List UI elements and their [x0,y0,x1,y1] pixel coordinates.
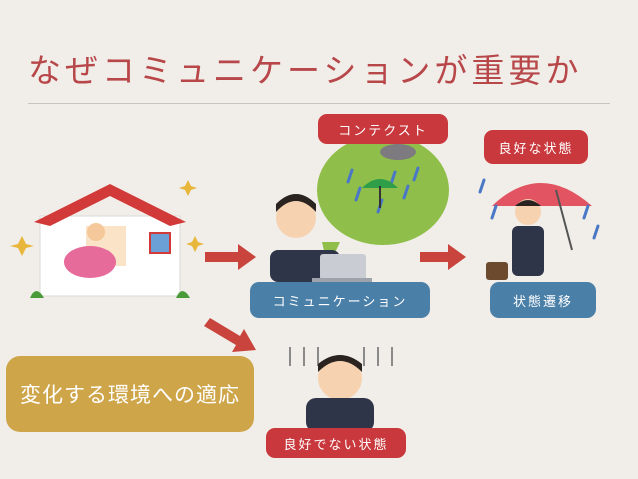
slide-title: なぜコミュニケーションが重要か [28,51,583,90]
label-context: コンテクスト [318,114,448,144]
speech-bubble-illustration [317,135,449,268]
woman-laptop-illustration [270,194,372,284]
stressed-man-illustration [289,347,393,432]
label-communication: コミュニケーション [250,282,430,318]
title-divider [28,103,610,104]
arrows [204,244,466,352]
label-bad-state: 良好でない状態 [266,428,406,458]
house-illustration [10,180,204,298]
umbrella-woman-illustration [478,178,600,280]
label-good-state: 良好な状態 [484,130,588,164]
arrow-house-to-communication [205,244,256,270]
adaptation-box: 変化する環境への適応 [6,356,254,432]
label-state-transition: 状態遷移 [490,282,596,318]
arrow-communication-to-good-state [420,244,466,270]
arrow-house-to-bad-state [204,318,256,352]
